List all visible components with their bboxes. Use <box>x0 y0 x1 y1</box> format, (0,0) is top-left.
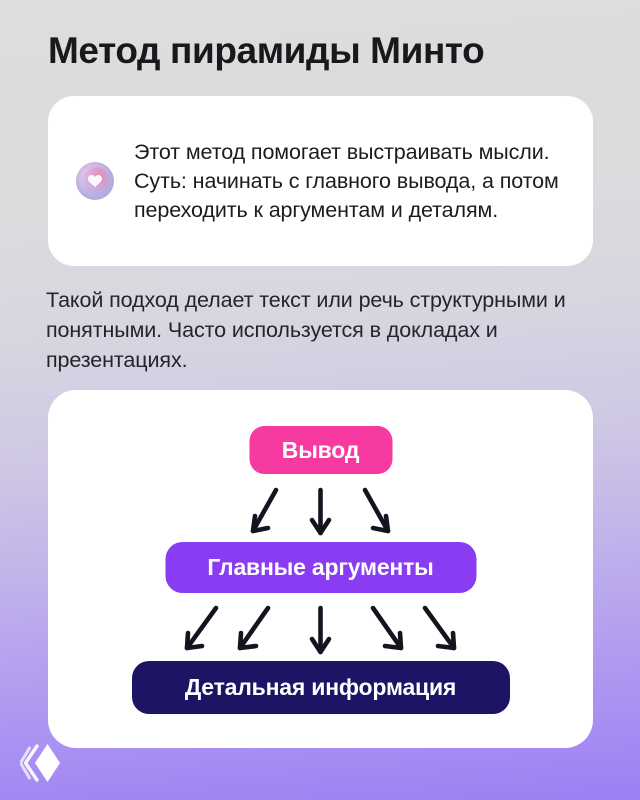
pyramid-diagram: Вывод Главные аргументы Детальная информ… <box>48 390 593 748</box>
brand-diamond-logo <box>20 744 60 782</box>
pyramid-level-main-arguments[interactable]: Главные аргументы <box>165 542 476 593</box>
pyramid-level-conclusion[interactable]: Вывод <box>249 426 392 474</box>
body-paragraph: Такой подход делает текст или речь струк… <box>46 288 566 372</box>
page-title: Метод пирамиды Минто <box>48 30 485 71</box>
pyramid-diagram-card: Вывод Главные аргументы Детальная информ… <box>48 390 593 748</box>
intro-card-text: Этот метод помогает выстраивать мысли. С… <box>134 139 559 222</box>
pyramid-level-detailed-information[interactable]: Детальная информация <box>131 661 510 714</box>
intro-card: Этот метод помогает выстраивать мысли. С… <box>48 96 593 266</box>
brain-orb-icon <box>76 162 114 200</box>
